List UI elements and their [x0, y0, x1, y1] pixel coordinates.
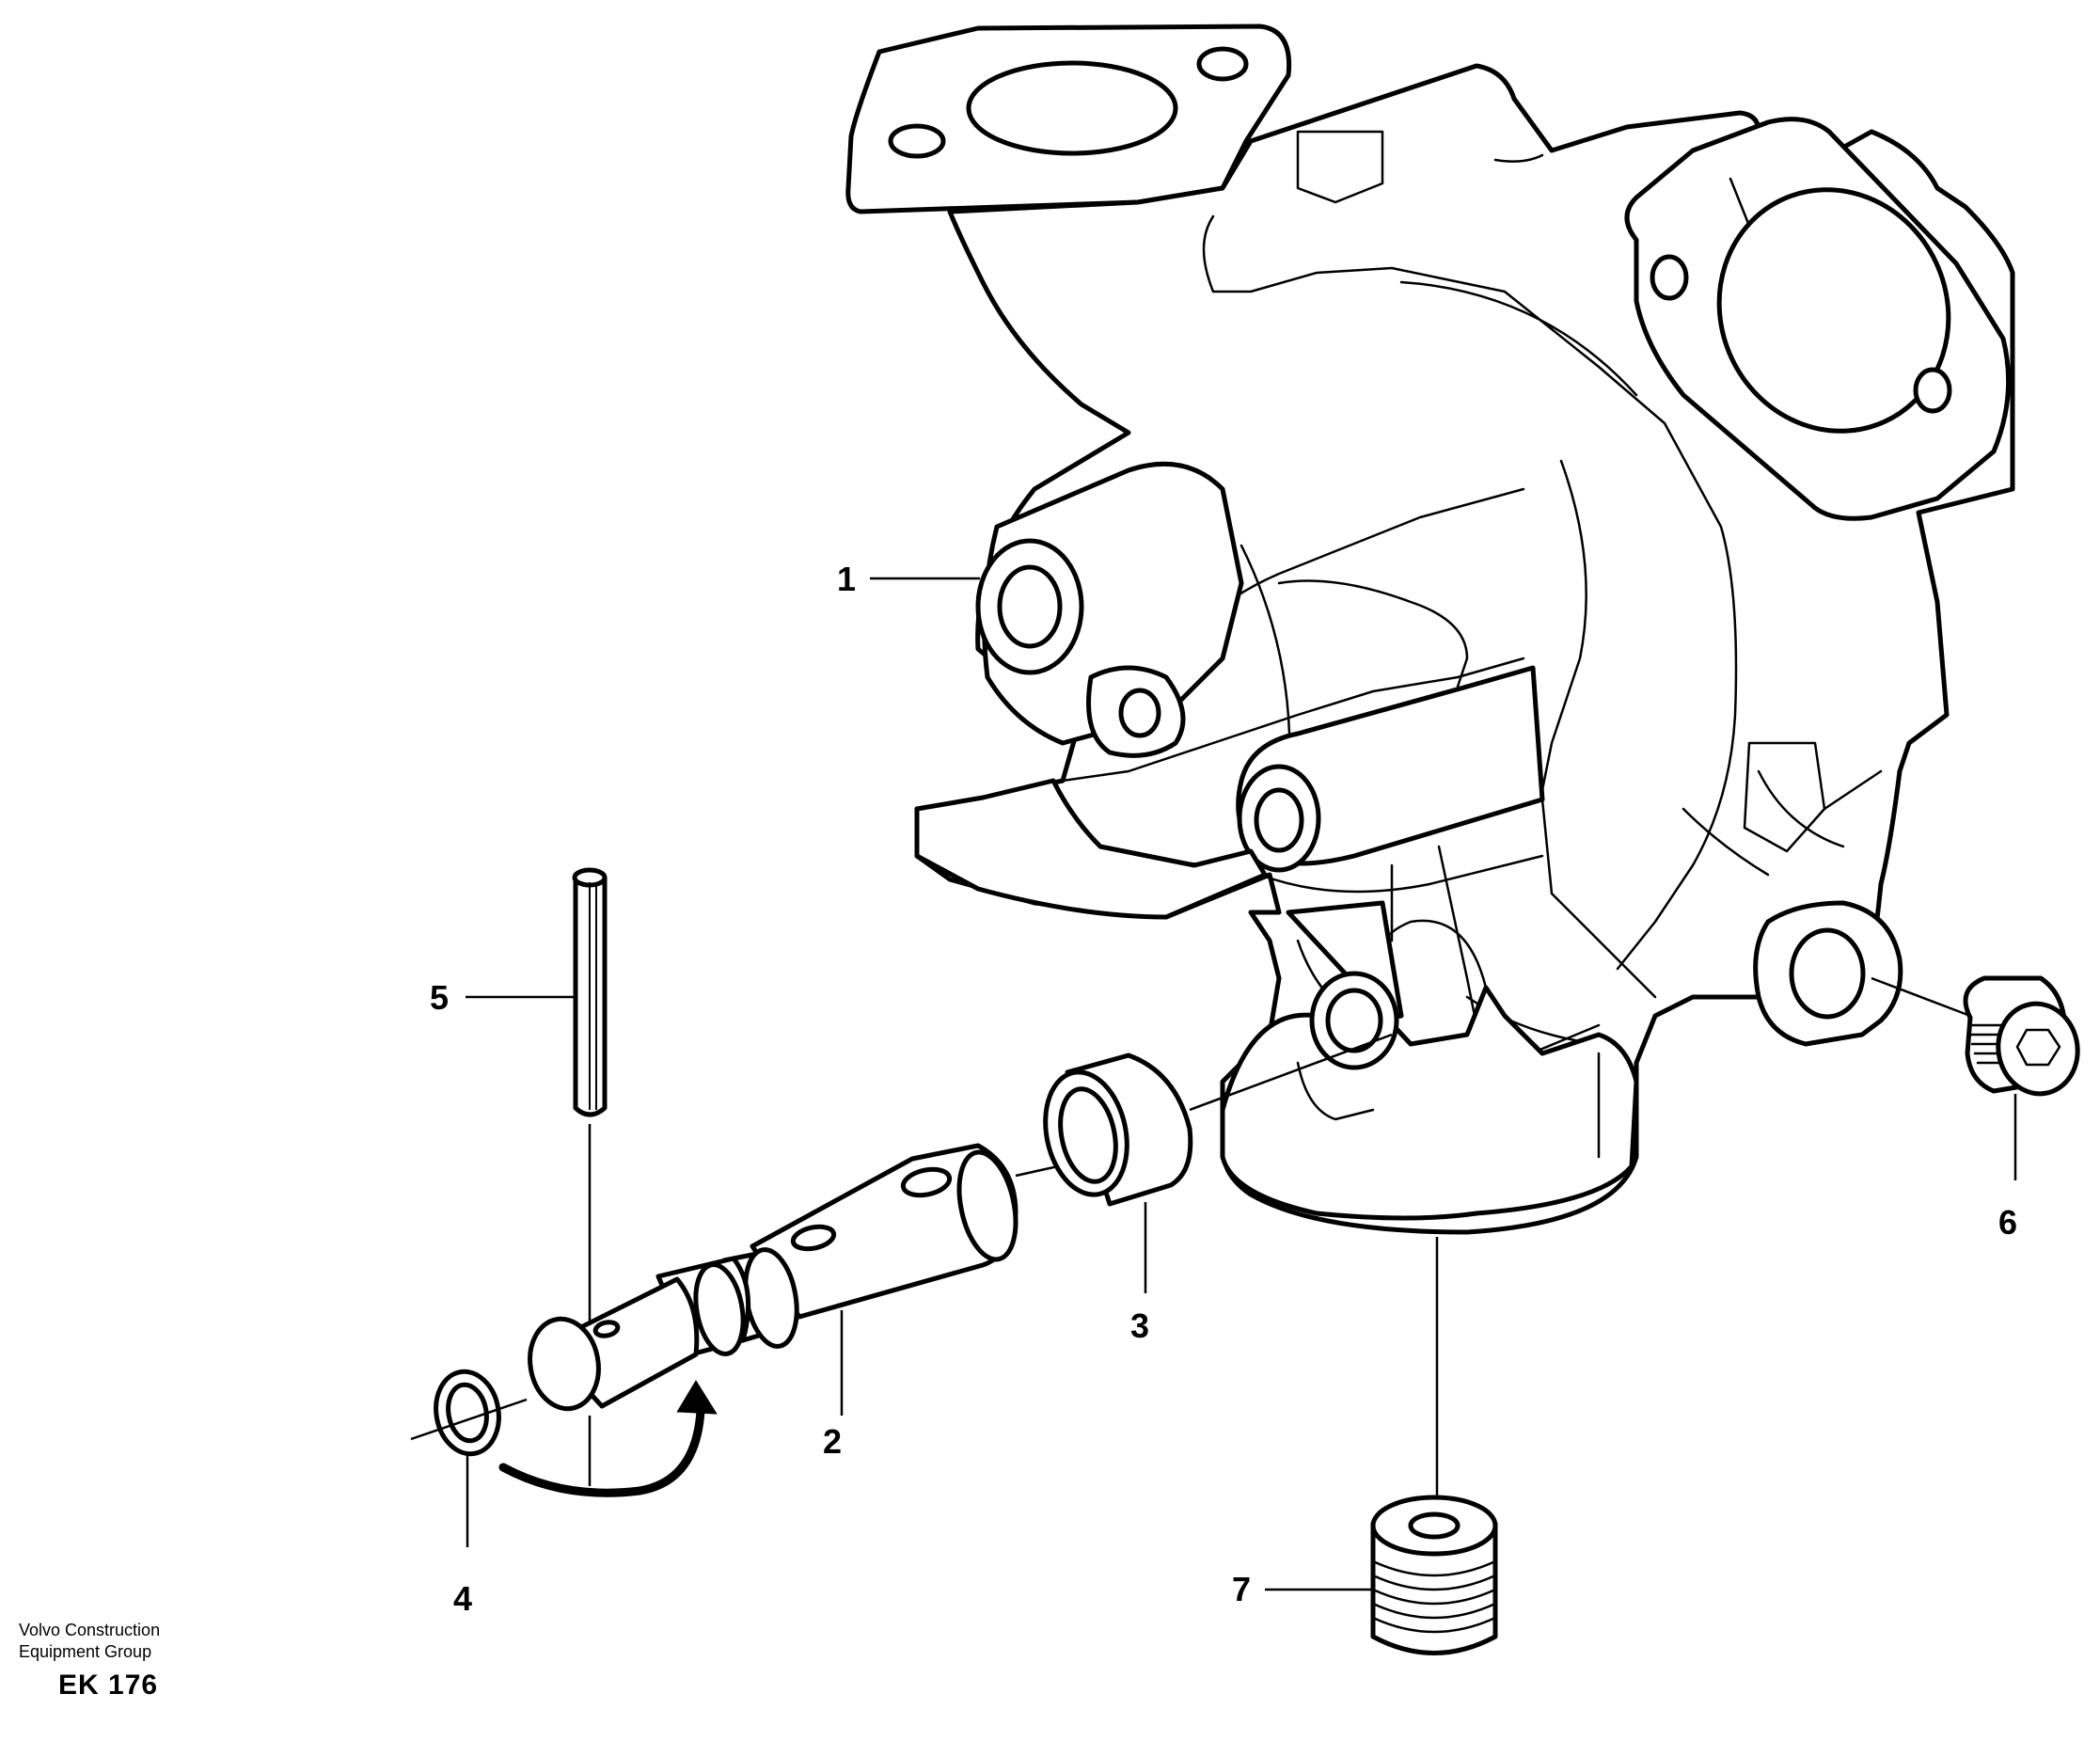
roll-pin-part [572, 867, 608, 1340]
plug-bottom-socket [1408, 1512, 1461, 1540]
plug-right-part [1871, 975, 2080, 1180]
callout-2: 2 [823, 1422, 842, 1461]
figure-code: EK 176 [58, 1670, 159, 1701]
shaft-hole-1 [900, 1166, 953, 1198]
washer-inner [446, 1382, 489, 1444]
callout-4: 4 [453, 1579, 472, 1618]
publisher-line-1: Volvo Construction [19, 1621, 161, 1639]
plug-right-face [1996, 1001, 2080, 1097]
callout-5: 5 [430, 978, 449, 1017]
side-boss-bore [997, 564, 1063, 649]
callout-6: 6 [1998, 1203, 2017, 1242]
lower-boss-bore [1254, 787, 1304, 853]
bushing-bore [1058, 1086, 1118, 1184]
side-ear-hole [1118, 688, 1161, 738]
callout-3: 3 [1130, 1306, 1149, 1345]
callout-7: 7 [1232, 1570, 1251, 1608]
shaft-part [528, 1143, 1018, 1416]
top-bolt-hole-right [1196, 46, 1249, 82]
shaft-pin-hole [592, 1320, 621, 1338]
shaft-hole-2 [790, 1224, 837, 1252]
housing-part [845, 24, 2015, 1235]
bottom-foot [914, 778, 1268, 920]
right-bolt-hole-upper [1650, 254, 1689, 301]
shaft-mid-face [693, 1262, 746, 1356]
bushing-part [1043, 1053, 1193, 1293]
shaft-rear-face [956, 1149, 1018, 1262]
washer-part [410, 1369, 528, 1547]
right-lower-port-bore [1789, 927, 1866, 1020]
rotation-arrow [498, 1380, 718, 1497]
top-port [966, 60, 1178, 156]
plug-bottom-part [1370, 1237, 1498, 1655]
lower-port-bore [1325, 988, 1383, 1053]
shaft-head [528, 1316, 601, 1412]
right-bolt-hole-lower [1913, 367, 1952, 414]
callout-1: 1 [837, 560, 856, 598]
publisher-line-2: Equipment Group [19, 1642, 152, 1661]
top-bolt-hole-left [888, 123, 946, 159]
right-port [1716, 187, 1951, 434]
